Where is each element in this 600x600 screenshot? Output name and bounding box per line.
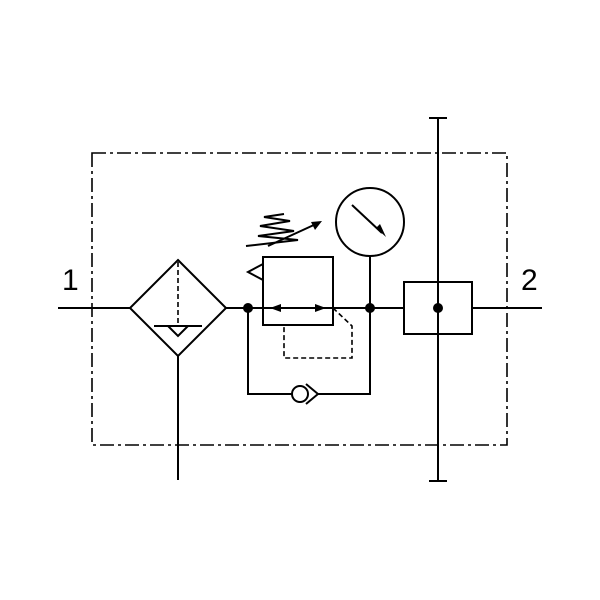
port-label-inlet: 1 bbox=[62, 264, 79, 297]
manifold-block-icon bbox=[403, 117, 473, 482]
adjustable-spring-icon bbox=[245, 213, 322, 247]
unit-boundary bbox=[91, 152, 508, 446]
check-valve-icon bbox=[247, 308, 371, 405]
pressure-regulator-icon bbox=[245, 256, 353, 359]
filter-icon bbox=[128, 258, 228, 480]
port-label-outlet: 2 bbox=[521, 264, 538, 297]
pressure-gauge-icon bbox=[335, 187, 405, 308]
